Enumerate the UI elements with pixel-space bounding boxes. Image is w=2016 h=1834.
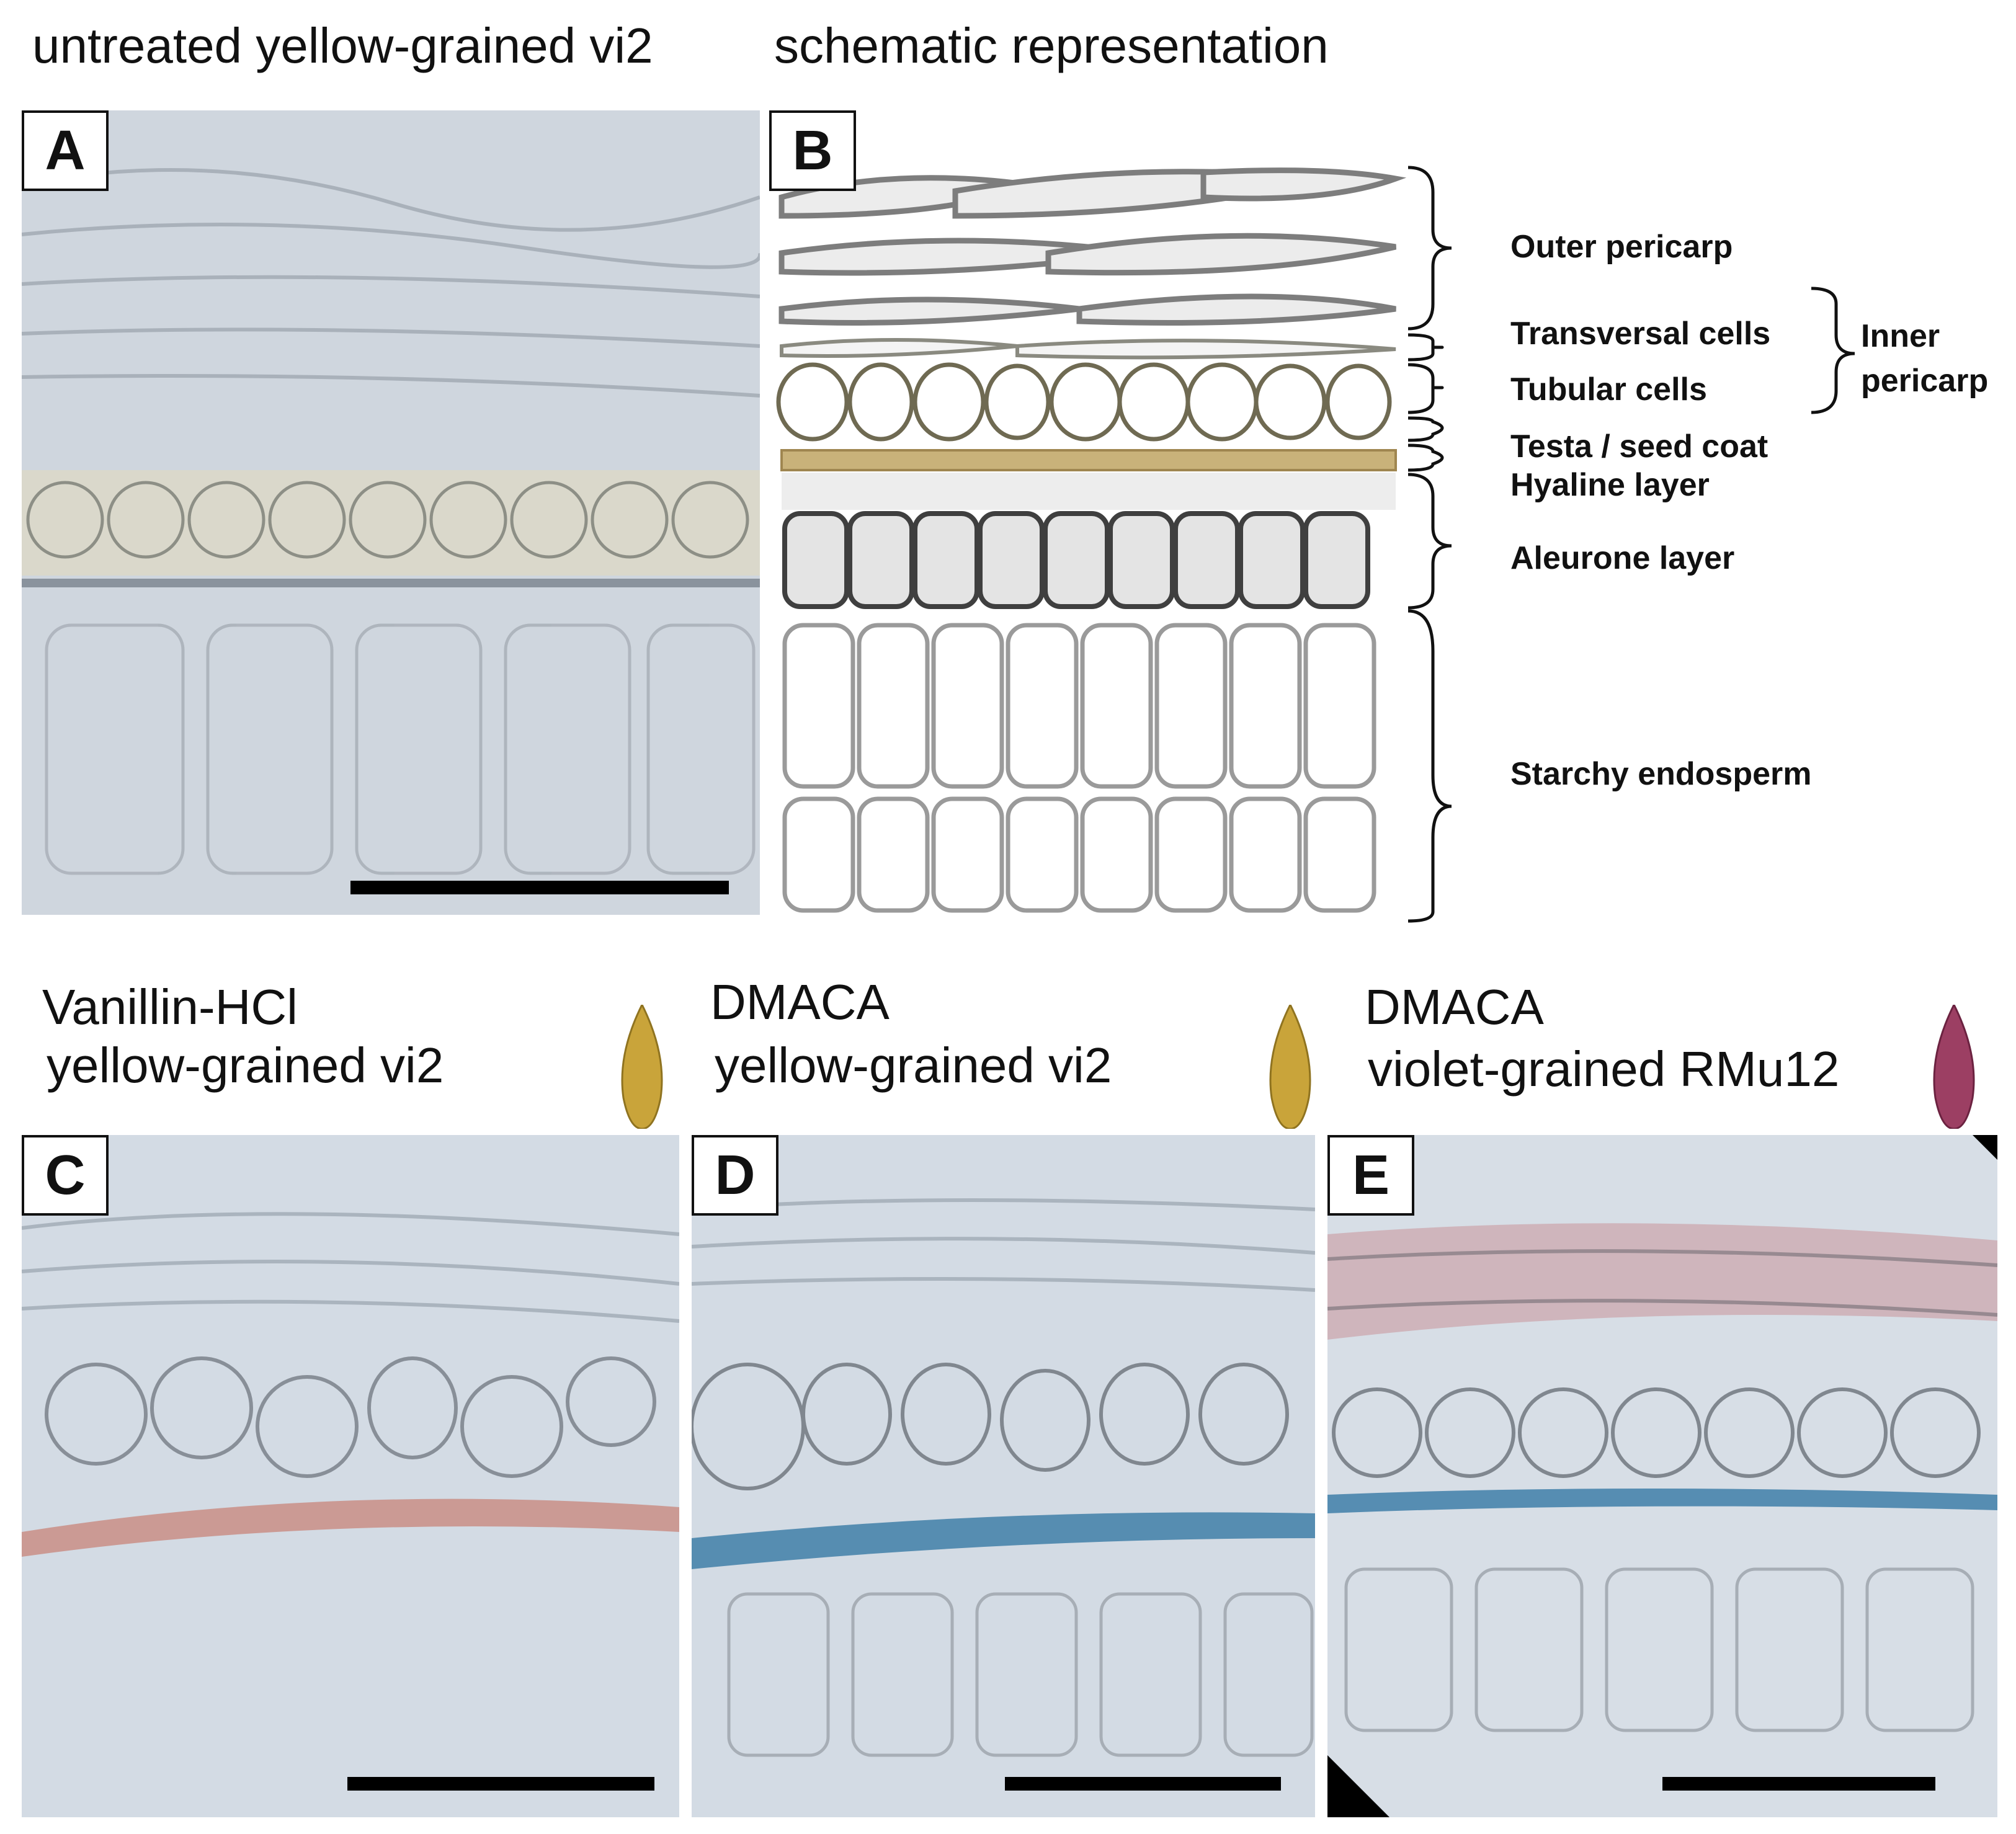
- panel-a-image: [22, 110, 760, 915]
- panel-b-schematic: B: [769, 110, 1408, 915]
- label-outer-pericarp: Outer pericarp: [1510, 229, 1733, 265]
- label-transversal-cells: Transversal cells: [1510, 316, 1771, 352]
- panel-d-heading-line1: DMACA: [710, 974, 890, 1030]
- panel-e-heading-line2: violet-grained RMu12: [1368, 1041, 1840, 1097]
- panel-e-image: [1327, 1135, 1997, 1817]
- panel-a-micrograph: A: [22, 110, 760, 915]
- label-tubular-cells: Tubular cells: [1510, 372, 1707, 407]
- grain-yellow-icon-d: [1269, 1005, 1311, 1129]
- panel-d-heading-line2: yellow-grained vi2: [715, 1038, 1112, 1093]
- panel-e-micrograph: E: [1327, 1135, 1997, 1817]
- panel-d-micrograph: D: [692, 1135, 1315, 1817]
- schematic-brackets: [1408, 166, 1855, 923]
- label-inner-pericarp-line2: pericarp: [1861, 363, 1989, 399]
- panel-b-letter: B: [769, 110, 856, 191]
- panel-a-heading: untreated yellow-grained vi2: [32, 18, 653, 73]
- panel-a-letter: A: [22, 110, 109, 191]
- panel-d-scale-bar: [1005, 1777, 1281, 1791]
- panel-d-image: [692, 1135, 1315, 1817]
- panel-e-scale-bar: [1662, 1777, 1935, 1791]
- panel-c-micrograph: C: [22, 1135, 679, 1817]
- panel-c-scale-bar: [347, 1777, 654, 1791]
- panel-c-image: [22, 1135, 679, 1817]
- panel-c-letter: C: [22, 1135, 109, 1216]
- label-testa: Testa / seed coat: [1510, 429, 1768, 465]
- panel-a-scale-bar: [350, 881, 729, 894]
- label-hyaline: Hyaline layer: [1510, 467, 1710, 503]
- panel-c-heading-line1: Vanillin-HCl: [42, 979, 298, 1035]
- panel-b-heading: schematic representation: [774, 18, 1329, 73]
- grain-violet-icon-e: [1933, 1005, 1975, 1129]
- label-starchy-endosperm: Starchy endosperm: [1510, 756, 1812, 792]
- grain-yellow-icon-c: [621, 1005, 663, 1129]
- label-inner-pericarp-line1: Inner: [1861, 318, 1940, 354]
- panel-b-drawing: [776, 167, 1407, 913]
- panel-c-heading-line2: yellow-grained vi2: [47, 1038, 444, 1093]
- label-aleurone: Aleurone layer: [1510, 540, 1735, 576]
- panel-e-letter: E: [1327, 1135, 1414, 1216]
- panel-d-letter: D: [692, 1135, 778, 1216]
- panel-e-heading-line1: DMACA: [1365, 979, 1544, 1035]
